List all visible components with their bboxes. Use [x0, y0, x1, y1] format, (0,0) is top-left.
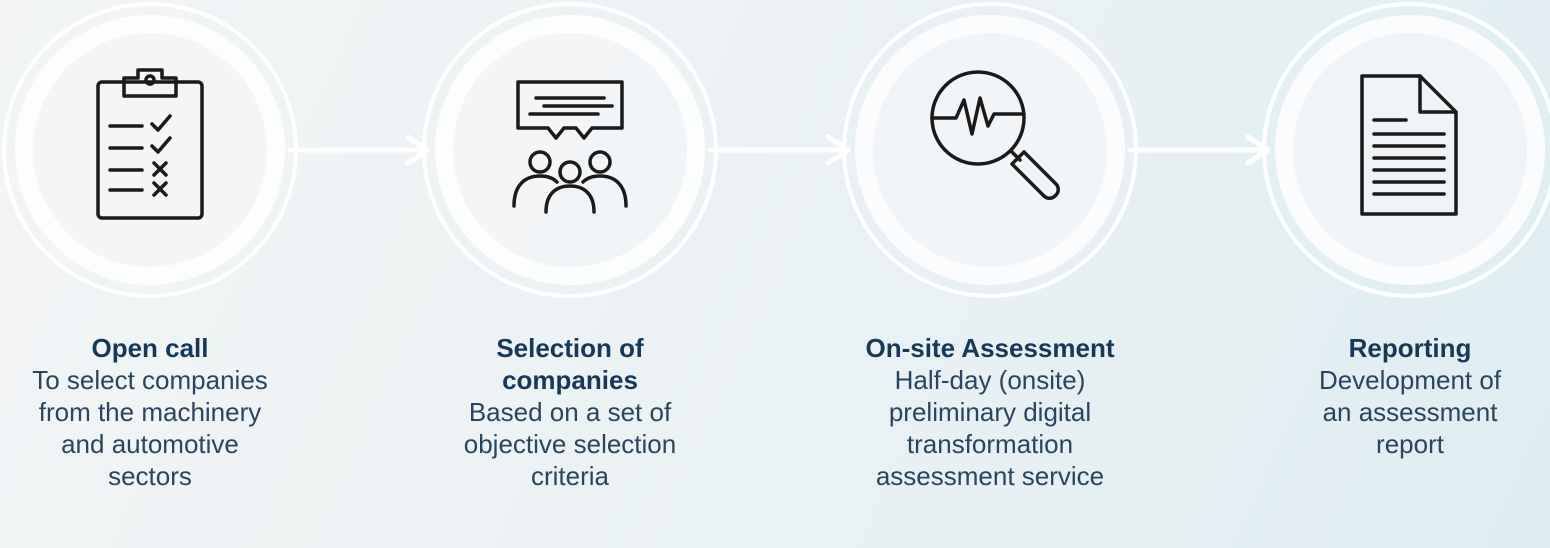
step-caption: Selection of companies Based on a set of…	[410, 332, 730, 492]
step-description-line: report	[1376, 429, 1444, 459]
step-open-call: Open call To select companies from the m…	[0, 0, 310, 548]
arrow-1-2	[287, 134, 431, 166]
magnifier-pulse-icon	[930, 70, 1060, 200]
step-title-line: companies	[502, 365, 638, 395]
step-on-site-assessment: On-site Assessment Half-day (onsite) pre…	[830, 0, 1150, 548]
step-description-line: from the machinery	[38, 397, 262, 427]
step-description-line: and automotive	[61, 429, 239, 459]
step-title: On-site Assessment	[865, 333, 1115, 363]
step-description-line: objective selection	[463, 429, 677, 459]
step-ring	[2, 2, 298, 298]
step-description-line: Development of	[1318, 365, 1502, 395]
document-icon	[1360, 74, 1458, 216]
arrow-3-4	[1127, 134, 1271, 166]
step-description-line: To select companies	[32, 365, 268, 395]
step-description-line: Based on a set of	[468, 397, 672, 427]
step-caption: Open call To select companies from the m…	[0, 332, 310, 492]
step-title: Reporting	[1348, 333, 1472, 363]
step-description-line: an assessment	[1322, 397, 1498, 427]
step-description-line: Half-day (onsite)	[894, 365, 1086, 395]
step-reporting: Reporting Development of an assessment r…	[1250, 0, 1550, 548]
step-description-line: criteria	[530, 461, 609, 491]
step-description-line: preliminary digital	[888, 397, 1092, 427]
discussion-group-icon	[512, 80, 628, 214]
step-ring	[1262, 2, 1550, 298]
clipboard-checklist-icon	[96, 68, 204, 220]
step-caption: Reporting Development of an assessment r…	[1250, 332, 1550, 460]
step-caption: On-site Assessment Half-day (onsite) pre…	[830, 332, 1150, 492]
step-ring	[842, 2, 1138, 298]
step-selection-of-companies: Selection of companies Based on a set of…	[410, 0, 730, 548]
arrow-2-3	[707, 134, 851, 166]
step-title-line: Selection of	[496, 333, 644, 363]
step-description-line: sectors	[108, 461, 192, 491]
step-title: Open call	[91, 333, 209, 363]
step-description-line: assessment service	[875, 461, 1105, 491]
step-description-line: transformation	[906, 429, 1074, 459]
step-ring	[422, 2, 718, 298]
